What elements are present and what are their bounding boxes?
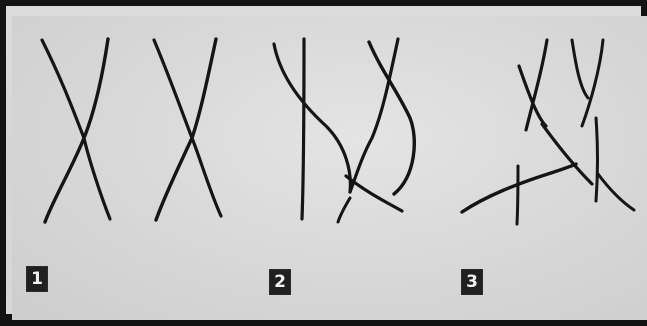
strand (526, 40, 547, 130)
strand (596, 118, 598, 201)
strand (572, 40, 588, 98)
panel-3-strands (462, 40, 634, 224)
strand (274, 44, 350, 192)
panel-1-badge: 1 (26, 266, 48, 292)
strand (517, 166, 518, 224)
strand (338, 198, 350, 222)
strand-drawings (6, 6, 647, 326)
strand (350, 39, 398, 192)
strand (302, 39, 304, 219)
panel-1-strands (42, 39, 221, 222)
strand (598, 174, 634, 210)
panel-2-strands (274, 39, 414, 222)
panel-3-badge: 3 (461, 269, 483, 295)
strand (519, 66, 546, 126)
strand (42, 40, 110, 219)
panel-2-badge: 2 (269, 269, 291, 295)
strand (582, 40, 603, 126)
